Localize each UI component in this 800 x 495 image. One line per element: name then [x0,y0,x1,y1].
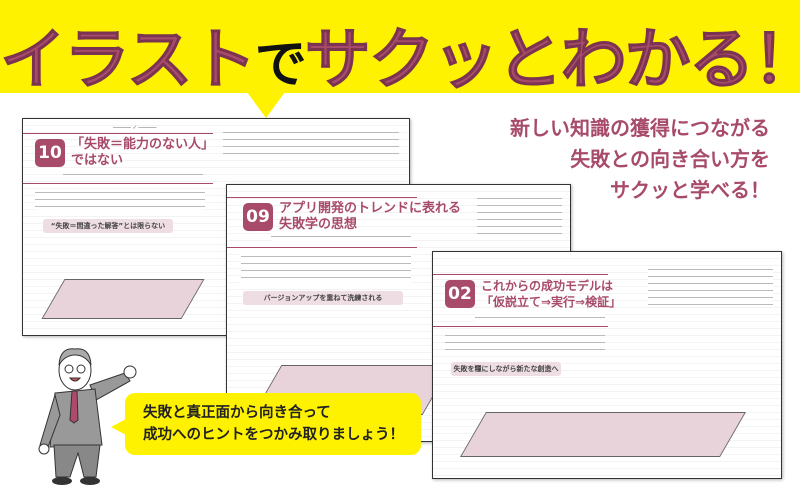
main-title: イラストでサクッとわかる！ [0,21,800,99]
title-banner [0,0,800,93]
speech-bubble: 失敗と真正面から向き合って 成功へのヒントをつかみ取りましょう！ [111,393,421,455]
banner-pointer [247,92,285,118]
section-heading: これからの成功モデルは「仮説立て⇒実行⇒検証」 [481,279,622,309]
section-heading: 「失敗＝能力のない人」ではない [71,137,215,168]
section-number: 10 [35,139,65,167]
section-number: 09 [243,203,273,231]
subheading: “失敗＝間違った解答”とは限らない [43,219,173,233]
businessman-illustration-icon [38,348,137,485]
section-number: 02 [445,280,475,308]
sample-page-02: 02 これからの成功モデルは「仮説立て⇒実行⇒検証」 失敗を糧にしながら新たな創… [432,251,782,479]
tagline: 新しい知識の獲得につながる 失敗との向き合い方を サクッと学べる！ [510,116,770,202]
subheading: バージョンアップを重ねて洗練される [243,291,403,305]
subheading: 失敗を糧にしながら新たな創造へ [451,362,561,376]
section-heading: アプリ開発のトレンドに表れる失敗学の思想 [279,201,462,232]
